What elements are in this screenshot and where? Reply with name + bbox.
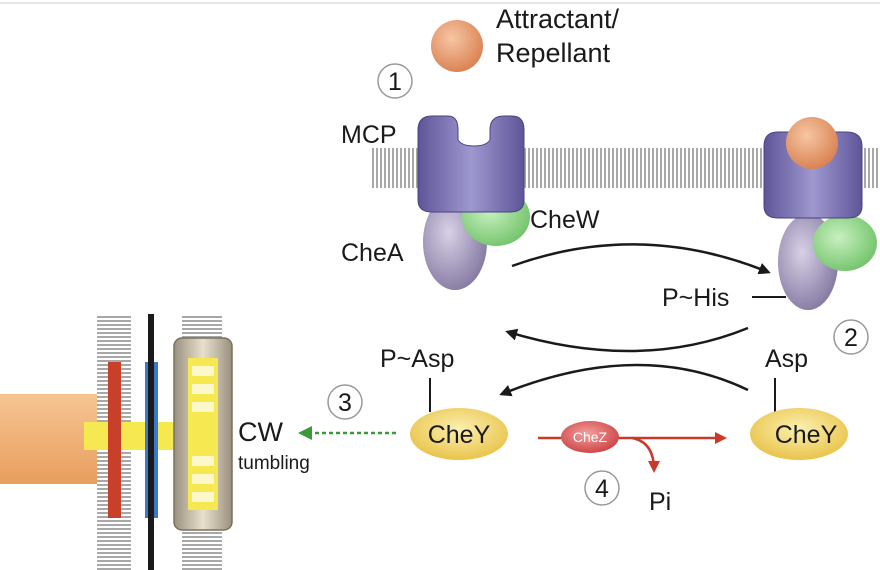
c-ring-segment [192,384,214,394]
autophosphorylation-arrow [511,243,771,275]
chez-protein [561,421,619,453]
chez-label: CheZ [573,429,608,445]
phosphotransfer-arrow-upper [505,326,749,353]
step-number-4: 4 [595,475,609,503]
pi-label: Pi [649,488,671,516]
bound-ligand [786,117,838,169]
step-marker-2 [833,319,869,355]
step-number-1: 1 [388,68,402,96]
chey-left-label: CheY [428,421,491,449]
p-asp-label: P~Asp [380,345,454,373]
step-marker-3 [327,384,363,420]
chew-protein-active [813,215,877,271]
attractant-ligand [431,20,483,72]
chea-label: CheA [341,239,404,267]
phosphate-release-arrow [631,436,660,473]
peptidoglycan-line [148,314,154,570]
cw-label: CW [238,417,283,447]
step-marker-1 [377,63,413,99]
mcp-receptor [417,115,525,213]
chey-right-label: CheY [775,421,838,449]
chew-label: CheW [530,206,600,234]
c-ring-segment [192,474,214,484]
asp-label: Asp [765,345,808,373]
step-number-3: 3 [338,389,352,417]
tumbling-label: tumbling [238,453,310,474]
mcp-label: MCP [341,121,397,149]
step-number-2: 2 [844,324,858,352]
flagellar-motor [0,314,233,570]
ligand-label-line2: Repellant [496,38,611,68]
step-marker-4 [584,470,620,506]
c-ring-segment [192,402,214,412]
c-ring-segment [192,492,214,502]
p-his-label: P~His [662,284,729,312]
c-ring-segment [192,456,214,466]
c-ring-core [188,358,218,510]
chey-phosphorylated [410,408,508,460]
chey-unphosphorylated [750,408,848,460]
ligand-label-line1: Attractant/ [496,4,620,34]
c-ring-segment [192,366,214,376]
phosphotransfer-arrow-lower [499,363,749,397]
flagellum [0,394,100,484]
stator-red [108,362,121,518]
